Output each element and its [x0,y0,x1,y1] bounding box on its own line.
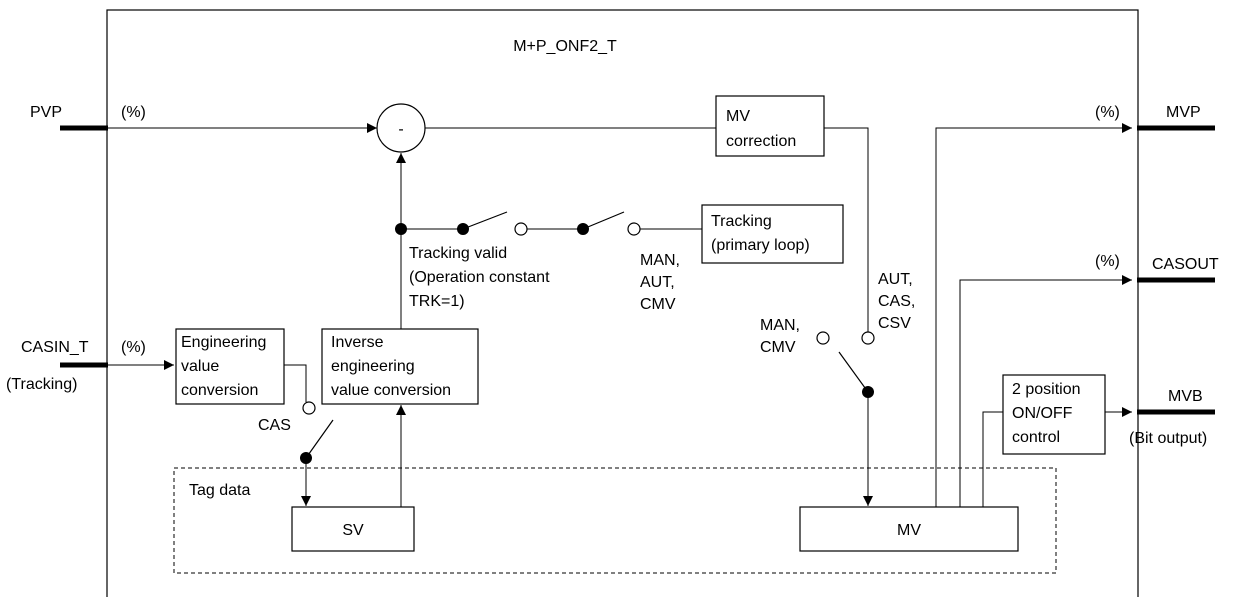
mv-correction-line1: MV [726,108,750,125]
aut-cas-csv-contact [861,331,875,345]
two-position-line2: ON/OFF [1012,405,1073,422]
eng-conv-line1: Engineering [181,334,266,351]
mvb-sublabel: (Bit output) [1129,430,1207,447]
casin-unit: (%) [121,339,146,356]
eng-value-conversion-block [175,328,285,405]
mvp-label: MVP [1166,104,1201,121]
inv-conv-line3: value conversion [331,382,451,399]
tracking-valid-line2: (Operation constant [409,269,550,286]
tracking-valid-line3: TRK=1) [409,293,465,310]
mv-correction-line2: correction [726,133,796,150]
tracking-primary-line2: (primary loop) [711,237,810,254]
tracking-valid-contact [514,222,528,236]
aut-cas-csv-line3: CSV [878,315,911,332]
man-aut-cmv-line3: CMV [640,296,676,313]
inverse-eng-conversion-block [321,328,479,405]
mode-switch [582,211,625,230]
onoff-input-line [982,411,1003,507]
casout-label: CASOUT [1152,256,1219,273]
eng-conv-line3: conversion [181,382,258,399]
man-cmv-line1: MAN, [760,317,800,334]
aut-cas-csv-line2: CAS, [878,293,915,310]
man-aut-cmv-line1: MAN, [640,252,680,269]
pvp-label: PVP [30,104,62,121]
subtractor-sign: - [398,121,403,138]
mv-selector-switch [838,351,869,393]
tag-data-area [173,467,1057,574]
mv-label: MV [897,522,921,539]
sv-label: SV [342,522,364,539]
cas-label: CAS [258,417,291,434]
man-aut-cmv-contact [627,222,641,236]
eng-conv-line2: value [181,358,219,375]
mvp-unit: (%) [1095,104,1120,121]
casout-output-line [959,275,1132,507]
man-cmv-contact [816,331,830,345]
inv-conv-line1: Inverse [331,334,384,351]
mvp-output-line [935,123,1132,507]
casin-sublabel: (Tracking) [6,376,77,393]
casin-label: CASIN_T [21,339,89,356]
block-title: M+P_ONF2_T [513,38,617,55]
mv-correction-output [824,127,869,332]
two-position-line3: control [1012,429,1060,446]
pvp-unit: (%) [121,104,146,121]
sv-block [291,506,415,552]
two-position-control-block [1002,374,1106,455]
mv-correction-block [715,95,825,157]
tracking-primary-line1: Tracking [711,213,772,230]
man-cmv-line2: CMV [760,339,796,356]
eng-conv-output [284,364,307,402]
tracking-valid-switch [462,211,508,230]
cas-contact [302,401,316,415]
two-position-line1: 2 position [1012,381,1081,398]
tag-data-label: Tag data [189,482,250,499]
tracking-valid-line1: Tracking valid [409,245,507,262]
casout-unit: (%) [1095,253,1120,270]
man-aut-cmv-line2: AUT, [640,274,675,291]
aut-cas-csv-line1: AUT, [878,271,913,288]
function-block-frame [106,9,1139,597]
inv-conv-line2: engineering [331,358,415,375]
tracking-primary-loop-block [701,204,844,264]
mv-block [799,506,1019,552]
cas-switch [305,419,334,459]
mvb-label: MVB [1168,388,1203,405]
